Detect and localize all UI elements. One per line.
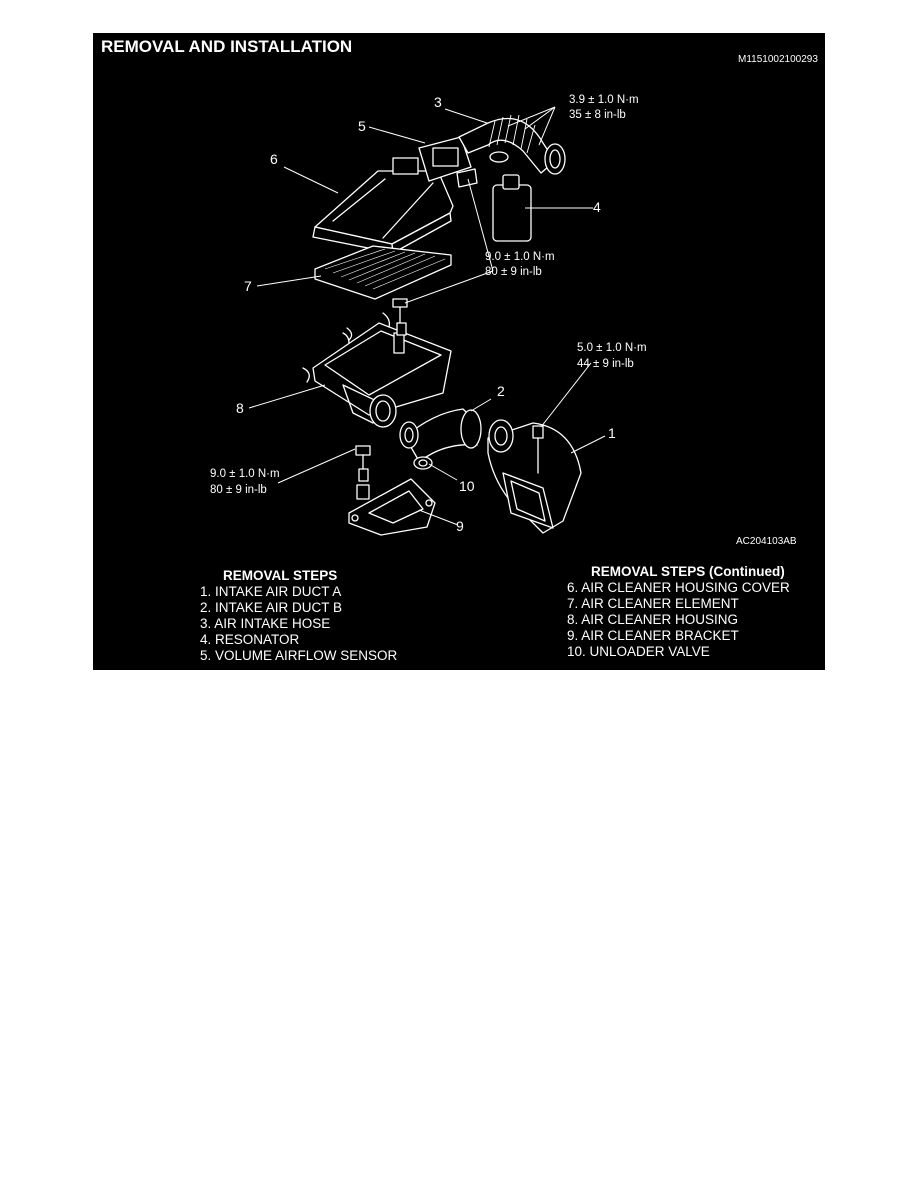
intake-air-duct-a [487,419,582,534]
document-code: M1151002100293 [738,54,818,65]
torque-bracket-bolt-inlb: 80 ± 9 in-lb [210,484,267,496]
callout-10: 10 [459,478,475,494]
callout-9: 9 [456,518,464,534]
bracket-bolt-and-grommet [355,445,371,500]
step-item: 6. AIR CLEANER HOUSING COVER [567,580,790,595]
mount-bolt [382,298,408,328]
step-item: 10. UNLOADER VALVE [567,644,710,659]
step-item: 4. RESONATOR [200,632,300,647]
torque-housing-bolt-inlb: 80 ± 9 in-lb [485,266,542,278]
removal-steps-continued-list: REMOVAL STEPS (Continued) 6. AIR CLEANER… [567,564,790,659]
page-title: REMOVAL AND INSTALLATION [101,37,352,56]
torque-hose-clamp-inlb: 35 ± 8 in-lb [569,109,626,121]
air-intake-hose [458,114,566,175]
air-cleaner-housing [302,322,452,428]
callout-3: 3 [434,94,442,110]
exploded-view-diagram: REMOVAL AND INSTALLATION M1151002100293 [101,37,818,663]
step-item: 8. AIR CLEANER HOUSING [567,612,738,627]
removal-steps-list: REMOVAL STEPS 1. INTAKE AIR DUCT A 2. IN… [200,568,398,663]
air-cleaner-element [314,245,452,300]
callout-8: 8 [236,400,244,416]
removal-steps-continued-heading: REMOVAL STEPS (Continued) [591,564,785,579]
volume-airflow-sensor [418,136,478,188]
callout-2: 2 [497,383,505,399]
step-item: 5. VOLUME AIRFLOW SENSOR [200,648,398,663]
callout-6: 6 [270,151,278,167]
torque-duct-bolt-nm: 5.0 ± 1.0 N·m [577,342,647,354]
figure-code: AC204103AB [736,536,797,547]
callout-5: 5 [358,118,366,134]
step-item: 3. AIR INTAKE HOSE [200,616,330,631]
air-cleaner-bracket [348,478,436,536]
torque-bracket-bolt-nm: 9.0 ± 1.0 N·m [210,468,280,480]
callout-7: 7 [244,278,252,294]
leader-lines [248,106,606,526]
removal-steps-heading: REMOVAL STEPS [223,568,337,583]
torque-housing-bolt-nm: 9.0 ± 1.0 N·m [485,251,555,263]
step-item: 1. INTAKE AIR DUCT A [200,584,341,599]
callout-1: 1 [608,425,616,441]
resonator [492,174,532,242]
intake-air-duct-b [399,408,482,462]
unloader-valve [413,456,433,470]
callout-4: 4 [593,199,601,215]
step-item: 9. AIR CLEANER BRACKET [567,628,739,643]
diagram-panel: REMOVAL AND INSTALLATION M1151002100293 [93,33,825,670]
torque-hose-clamp-nm: 3.9 ± 1.0 N·m [569,94,639,106]
torque-duct-bolt-inlb: 44 ± 9 in-lb [577,358,634,370]
step-item: 7. AIR CLEANER ELEMENT [567,596,739,611]
step-item: 2. INTAKE AIR DUCT B [200,600,342,615]
